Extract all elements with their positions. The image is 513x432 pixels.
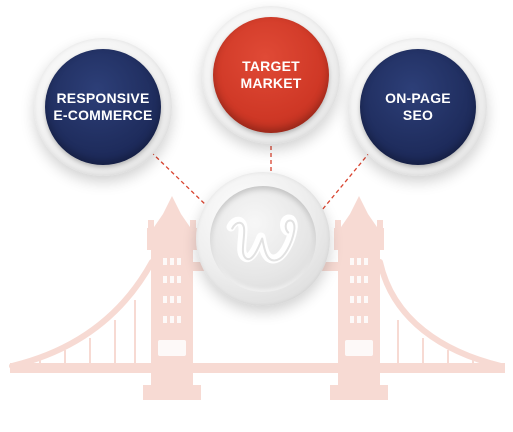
right-tower-base (330, 385, 388, 400)
right-cable (377, 259, 504, 369)
left-cable (9, 259, 155, 369)
right-tower-roof (339, 196, 379, 230)
road-deck (10, 363, 505, 373)
node-responsive-ecommerce: RESPONSIVE E-COMMERCE (34, 38, 172, 176)
left-tower-base (143, 385, 201, 400)
left-tower-roof (152, 196, 192, 230)
left-tower-body (151, 250, 193, 400)
node-core: ON-PAGE SEO (360, 49, 476, 165)
w-logo-icon (226, 214, 298, 264)
node-core: TARGET MARKET (213, 17, 329, 133)
node-target-market: TARGET MARKET (202, 6, 340, 144)
node-on-page-seo: ON-PAGE SEO (349, 38, 487, 176)
node-label: RESPONSIVE E-COMMERCE (53, 90, 153, 123)
node-core: RESPONSIVE E-COMMERCE (45, 49, 161, 165)
right-tower-body (338, 250, 380, 400)
connector-right (321, 151, 371, 211)
connector-left (150, 151, 210, 209)
logo-core (210, 186, 316, 292)
left-tower-upper (147, 228, 197, 250)
node-label: ON-PAGE SEO (385, 90, 451, 123)
center-logo (196, 172, 330, 306)
right-tower-upper (334, 228, 384, 250)
node-label: TARGET MARKET (240, 58, 302, 91)
